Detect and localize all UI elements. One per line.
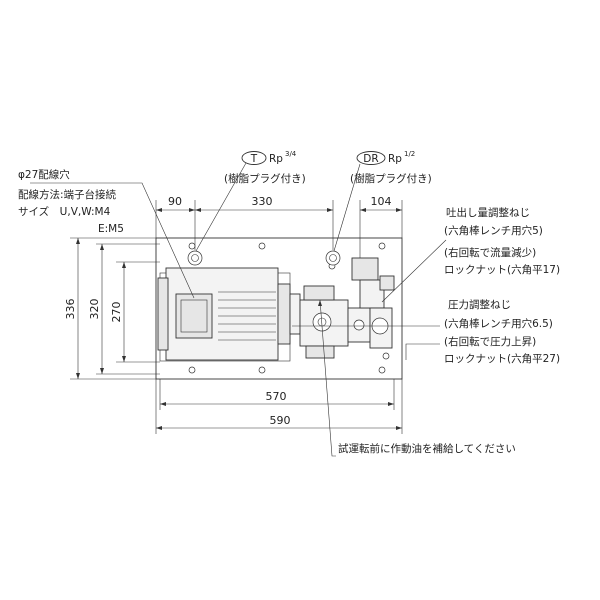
flow-adjust-note: 吐出し量調整ねじ (六角棒レンチ用穴5) (右回転で流量減少) ロックナット(六… xyxy=(444,206,560,276)
svg-text:ロックナット(六角平17): ロックナット(六角平17) xyxy=(444,264,560,276)
dim-570: 570 xyxy=(266,390,287,403)
svg-text:圧力調整ねじ: 圧力調整ねじ xyxy=(448,298,511,311)
t-port-label: T Rp 3/4 (樹脂プラグ付き) xyxy=(224,150,306,185)
base-mounting-holes xyxy=(188,242,390,374)
svg-text:3/4: 3/4 xyxy=(285,150,297,158)
pressure-adjust-note: 圧力調整ねじ (六角棒レンチ用穴6.5) (右回転で圧力上昇) ロックナット(六… xyxy=(444,298,560,365)
svg-text:1/2: 1/2 xyxy=(404,150,415,158)
svg-text:DR: DR xyxy=(363,153,378,165)
dim-270: 270 xyxy=(110,302,123,323)
svg-text:サイズ U,V,W:M4: サイズ U,V,W:M4 xyxy=(18,205,111,218)
svg-text:ロックナット(六角平27): ロックナット(六角平27) xyxy=(444,353,560,365)
dim-330: 330 xyxy=(252,195,273,208)
wiring-note: φ27配線穴 配線方法:端子台接続 サイズ U,V,W:M4 E:M5 xyxy=(18,168,124,235)
dr-port-hole xyxy=(325,250,341,266)
dimension-arrows xyxy=(76,208,402,430)
t-port-hole xyxy=(187,250,203,266)
svg-text:(六角棒レンチ用穴6.5): (六角棒レンチ用穴6.5) xyxy=(444,317,553,330)
svg-text:E:M5: E:M5 xyxy=(98,223,124,235)
dim-104: 104 xyxy=(371,195,392,208)
dim-90: 90 xyxy=(168,195,182,208)
svg-text:(右回転で圧力上昇): (右回転で圧力上昇) xyxy=(444,335,536,348)
dim-590: 590 xyxy=(270,414,291,427)
terminal-box xyxy=(175,293,213,339)
dim-320: 320 xyxy=(88,299,101,320)
oil-note: 試運転前に作動油を補給してください xyxy=(338,442,516,455)
svg-text:T: T xyxy=(250,153,258,165)
pump-body xyxy=(299,285,371,359)
svg-text:(六角棒レンチ用穴5): (六角棒レンチ用穴5) xyxy=(444,224,543,237)
svg-text:吐出し量調整ねじ: 吐出し量調整ねじ xyxy=(446,206,530,219)
dr-port-label: DR Rp 1/2 (樹脂プラグ付き) xyxy=(350,150,432,185)
svg-text:Rp: Rp xyxy=(388,153,402,165)
dimension-lines xyxy=(70,200,403,434)
svg-text:(樹脂プラグ付き): (樹脂プラグ付き) xyxy=(350,172,432,185)
svg-text:(右回転で流量減少): (右回転で流量減少) xyxy=(444,246,536,259)
pump-fittings xyxy=(351,257,395,349)
svg-text:(樹脂プラグ付き): (樹脂プラグ付き) xyxy=(224,172,306,185)
svg-text:Rp: Rp xyxy=(269,153,283,165)
svg-text:配線方法:端子台接続: 配線方法:端子台接続 xyxy=(18,188,117,201)
svg-text:φ27配線穴: φ27配線穴 xyxy=(18,168,70,181)
motor xyxy=(157,267,301,362)
base-plate xyxy=(155,237,403,380)
dim-336: 336 xyxy=(64,299,77,320)
